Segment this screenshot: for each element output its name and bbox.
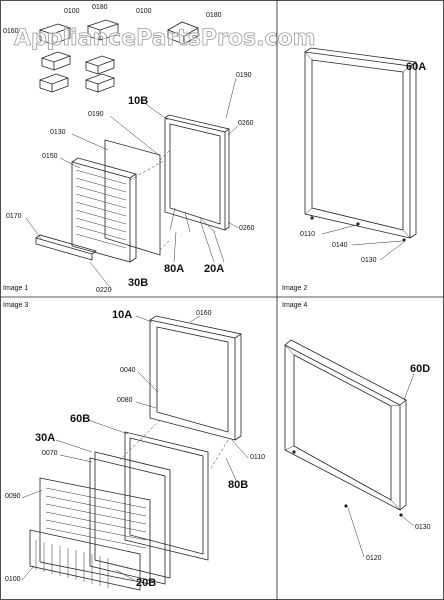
image-4-drawing — [284, 339, 407, 517]
callout-0170: 0170 — [6, 213, 22, 220]
callout-0090: 0090 — [5, 493, 21, 500]
callout-0160: 0160 — [3, 28, 19, 35]
panel-label-1: Image 1 — [3, 285, 28, 292]
image-1-drawing — [35, 19, 230, 263]
callout-0130: 0130 — [361, 257, 377, 264]
callout-0110: 0110 — [250, 454, 265, 461]
callout-0220: 0220 — [96, 287, 112, 294]
callout-0120: 0120 — [366, 555, 382, 562]
panel-0130 — [104, 139, 161, 256]
callout-0130: 0130 — [50, 129, 66, 136]
callout-0260-b: 0260 — [239, 225, 255, 232]
callout-60d: 60D — [410, 363, 430, 375]
trim-0170 — [35, 234, 97, 261]
panel-label-2: Image 2 — [282, 285, 307, 292]
callout-0180-a: 0180 — [92, 4, 108, 11]
callout-60a: 60A — [406, 61, 426, 73]
grille-0150 — [71, 157, 137, 263]
image-3-callouts: 10A 0160 0040 0080 60B 30A 0070 0110 80B… — [5, 309, 265, 589]
callout-20a: 20A — [204, 263, 224, 275]
callout-0100: 0100 — [5, 576, 21, 583]
callout-60b: 60B — [70, 413, 90, 425]
image-4-callouts: 60D 0130 0120 — [347, 363, 431, 562]
callout-80a: 80A — [164, 263, 184, 275]
watermark: AppliancePartsPros.com — [14, 26, 316, 51]
callout-0180-b: 0180 — [206, 12, 222, 19]
callout-0150: 0150 — [42, 153, 58, 160]
callout-0130: 0130 — [415, 524, 431, 531]
callout-0140: 0140 — [332, 242, 348, 249]
panel-label-4: Image 4 — [282, 302, 307, 309]
callout-0040: 0040 — [120, 367, 136, 374]
callout-0260-a: 0260 — [238, 120, 254, 127]
bins-group — [38, 19, 199, 93]
callout-0070: 0070 — [42, 450, 58, 457]
callout-0160: 0160 — [196, 310, 212, 317]
callout-0100-b: 0100 — [136, 8, 152, 15]
callout-10a: 10A — [112, 309, 132, 321]
callout-0080: 0080 — [117, 397, 133, 404]
callout-0190-a: 0190 — [236, 72, 252, 79]
callout-20b: 20B — [136, 577, 156, 589]
callout-30b: 30B — [128, 277, 148, 289]
callout-10b: 10B — [128, 95, 148, 107]
image-2-drawing — [304, 47, 418, 242]
callout-0190-b: 0190 — [88, 111, 104, 118]
image-3-drawing — [29, 315, 243, 591]
callout-0110: 0110 — [300, 231, 315, 238]
image-2-callouts: 60A 0110 0140 0130 — [300, 61, 426, 264]
door-frame-10b — [164, 114, 230, 231]
panel-label-3: Image 3 — [3, 302, 28, 309]
callout-80b: 80B — [228, 479, 248, 491]
image-1-callouts: 0100 0180 0100 0180 0160 0190 10B 0190 0… — [3, 4, 255, 294]
callout-30a: 30A — [35, 432, 55, 444]
callout-0100-a: 0100 — [64, 8, 80, 15]
